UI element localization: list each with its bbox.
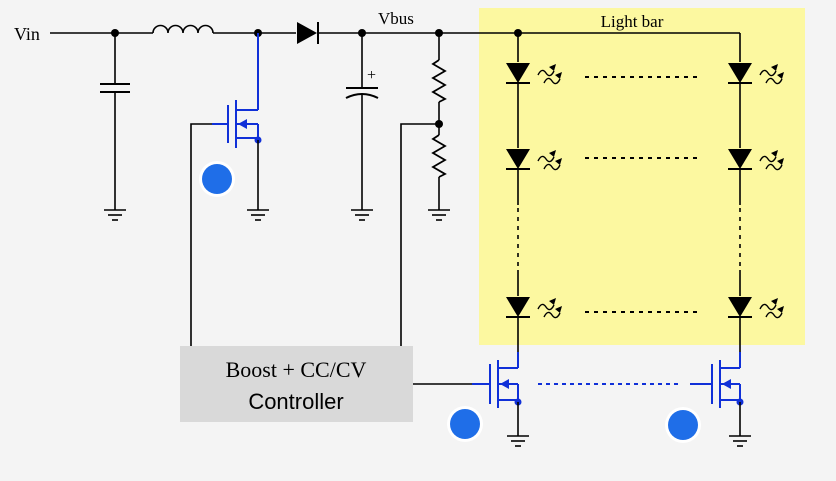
led-string-left xyxy=(505,33,563,352)
light-bar-region xyxy=(479,8,805,345)
controller-box xyxy=(180,346,413,422)
input-capacitor xyxy=(100,33,130,221)
marker-sink-right[interactable] xyxy=(665,407,701,443)
light-bar-label: Light bar xyxy=(601,12,664,31)
sink-mosfet-right xyxy=(711,352,744,436)
boost-diode xyxy=(297,22,319,44)
controller-label-line1: Boost + CC/CV xyxy=(226,357,367,382)
marker-boost-mosfet[interactable] xyxy=(199,161,235,197)
cap-plus-label: + xyxy=(367,67,376,84)
output-capacitor: + xyxy=(345,33,379,221)
marker-sink-left[interactable] xyxy=(447,406,483,442)
vbus-label: Vbus xyxy=(378,9,414,28)
vin-label: Vin xyxy=(14,24,40,44)
sink-mosfet-left xyxy=(472,352,522,436)
boost-mosfet xyxy=(212,33,262,210)
inductor xyxy=(152,24,214,34)
feedback-divider xyxy=(427,33,451,221)
led-string-right xyxy=(727,33,785,352)
controller-label-line2: Controller xyxy=(248,389,343,414)
